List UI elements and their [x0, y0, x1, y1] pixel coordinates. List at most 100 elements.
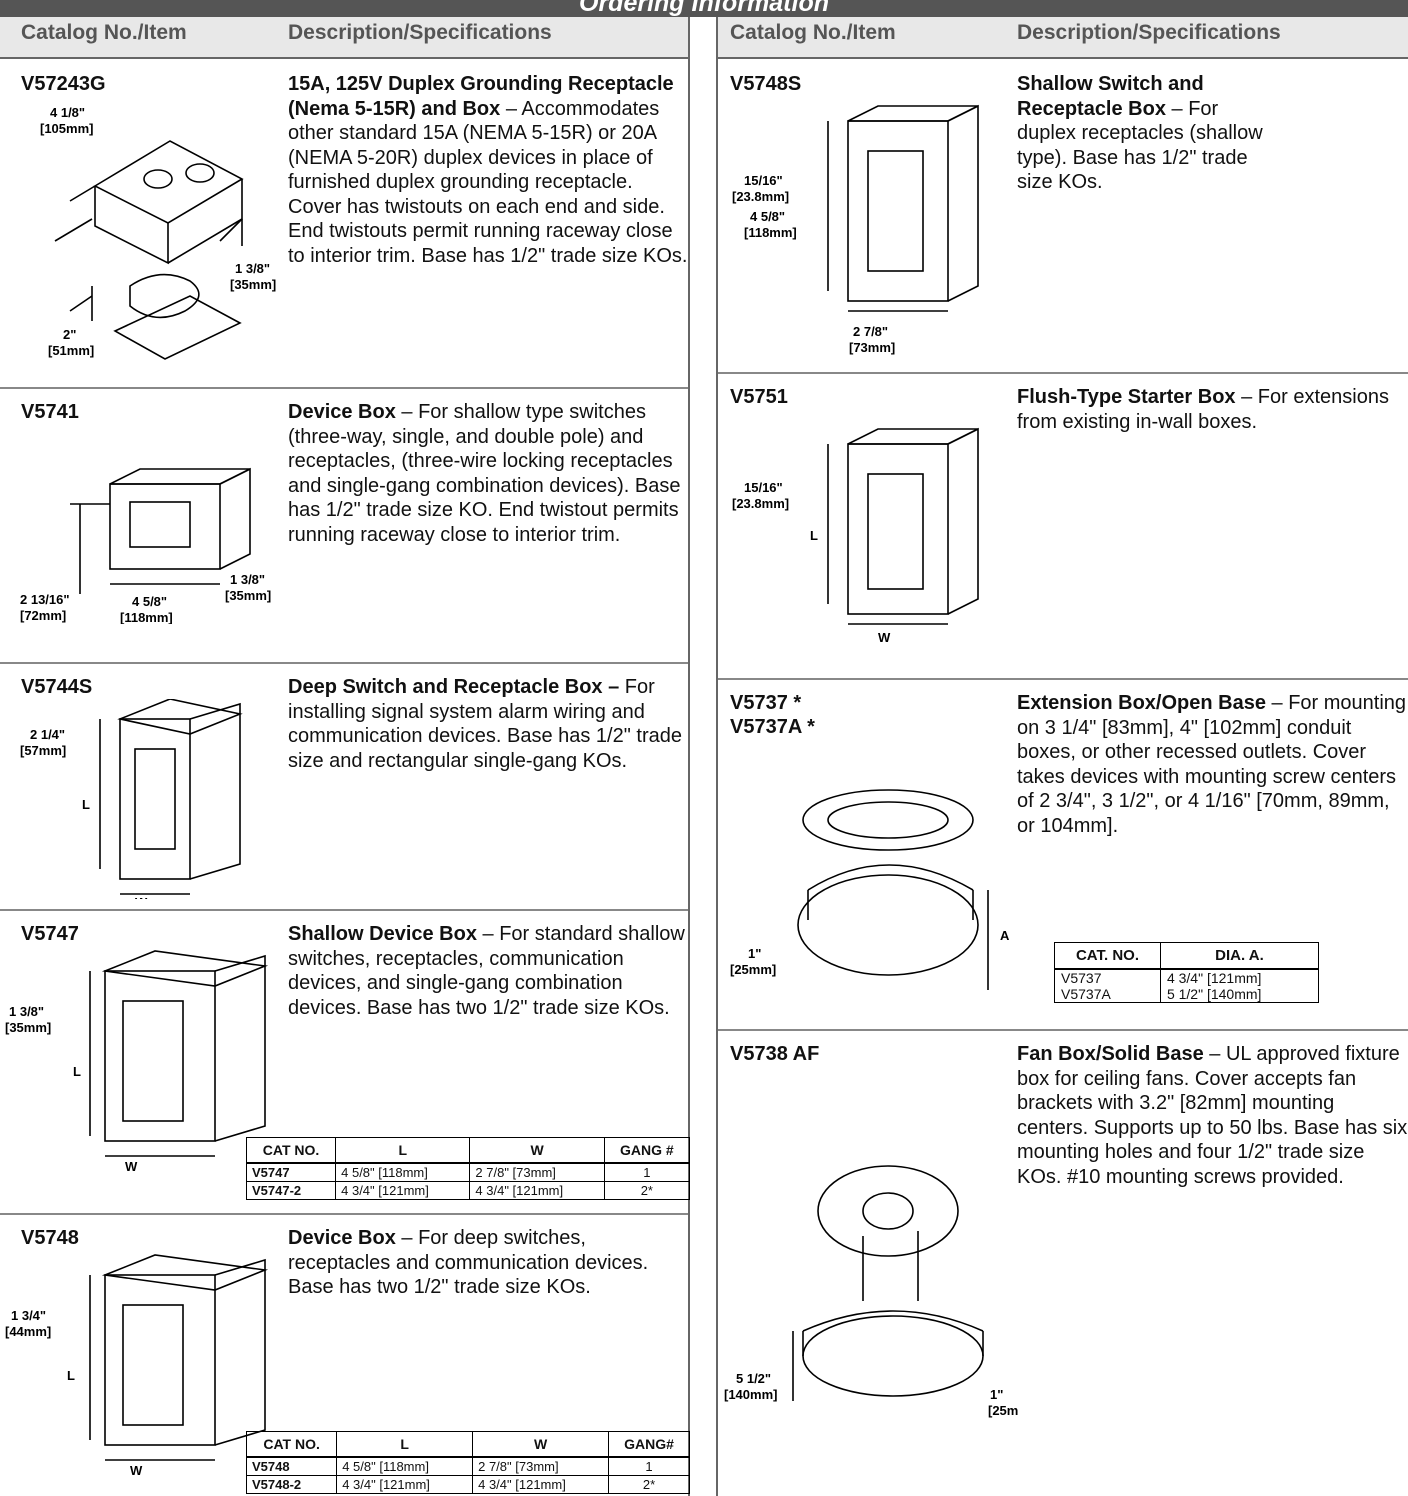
table-cell: 4 3/4" [121mm]	[335, 1181, 471, 1200]
item-v5748s: V5748S Shallow Switch and Receptacle Box…	[718, 61, 1408, 374]
table-row: V5737A 5 1/2" [140mm]	[1055, 986, 1319, 1003]
table-cell: V5748	[245, 1456, 338, 1476]
dim-depth: 1 3/4"	[11, 1308, 46, 1323]
dim-depth-mm: [23.8mm]	[732, 189, 789, 204]
item-description: Device Box – For deep switches, receptac…	[288, 1226, 688, 1300]
table-row: V5737 4 3/4" [121mm]	[1055, 969, 1319, 986]
dim-depth: 15/16"	[744, 480, 783, 495]
table-row: V5748 4 5/8" [118mm] 2 7/8" [73mm] 1	[245, 1456, 690, 1476]
dim-depth: 1 3/8"	[9, 1004, 44, 1019]
table-cell: 2 7/8" [73mm]	[472, 1456, 610, 1476]
dim-w: W	[878, 630, 891, 644]
catalog-number: V5747	[21, 923, 79, 945]
dim-w: W	[125, 1159, 138, 1174]
starter-box-diagram: 15/16" [23.8mm] L W	[732, 427, 979, 644]
item-body: – For deep switches, receptacles and com…	[288, 1227, 649, 1298]
column-header: Catalog No./Item Description/Specificati…	[0, 17, 688, 59]
table-cell: 1	[603, 1162, 691, 1182]
table-header: GANG#	[608, 1431, 690, 1458]
table-cell: 2*	[608, 1475, 690, 1494]
extension-box-diagram: 1" [25mm] A	[730, 789, 1010, 990]
item-title: 15A, 125V Duplex Grounding Receptacle (N…	[288, 73, 674, 120]
catalog-number: V5751	[730, 386, 788, 408]
item-title: Extension Box/Open Base	[1017, 692, 1266, 714]
item-v5741: V5741 Device Box – For shallow type swit…	[0, 389, 688, 664]
dim-w: W	[130, 1463, 143, 1478]
dim-depth: 1"	[748, 946, 761, 961]
device-box-diagram: 2 13/16" [72mm] 4 5/8" [118mm] 1 3/8" [3…	[20, 467, 271, 624]
table-header: DIA. A.	[1159, 942, 1319, 970]
dim-w: W	[135, 895, 148, 899]
item-body: For installing signal system alarm wirin…	[288, 676, 682, 772]
catalog-number: V5744S	[21, 676, 93, 698]
left-column: Catalog No./Item Description/Specificati…	[0, 17, 691, 1496]
dim-depth: 1 3/8"	[235, 261, 270, 276]
dim-depth-mm: [44mm]	[5, 1324, 51, 1339]
table-header: W	[472, 1431, 610, 1458]
dim-width-mm: [73mm]	[849, 340, 895, 355]
dim-depth: 1"	[990, 1387, 1003, 1402]
table-cell: 4 5/8" [118mm]	[335, 1162, 471, 1182]
item-description: 15A, 125V Duplex Grounding Receptacle (N…	[288, 72, 688, 268]
dim-depth-mm: [35mm]	[5, 1020, 51, 1035]
dim-width: 4 1/8"	[50, 105, 85, 120]
catalog-number: V5737 * V5737A *	[730, 692, 815, 738]
item-body: – Accommodates other standard 15A (NEMA …	[288, 97, 688, 267]
page-banner: Ordering Information	[0, 0, 1408, 17]
catalog-number: V5738 AF	[730, 1043, 820, 1065]
catalog-number: V5748	[21, 1227, 79, 1249]
dim-length: 4 5/8"	[132, 594, 167, 609]
dim-depth-mm: [35mm]	[230, 277, 276, 292]
dim-depth-mm: [25mm]	[988, 1403, 1018, 1418]
item-v5748: V5748 Device Box – For deep switches, re…	[0, 1215, 690, 1496]
dim-height: 2"	[63, 327, 76, 342]
item-title: Fan Box/Solid Base	[1017, 1043, 1204, 1065]
receptacle-box-diagram: 4 1/8" [105mm] 1 3/8" [35mm] 2" [51mm]	[40, 105, 276, 360]
table-cell: V5737A	[1061, 986, 1111, 1002]
item-body: – For mounting on 3 1/4" [83mm], 4" [102…	[1017, 692, 1407, 837]
deep-box-diagram: 2 1/4" [57mm] L W	[20, 699, 243, 899]
item-v5744s: V5744S Deep Switch and Receptacle Box – …	[0, 664, 688, 911]
dim-height-mm: [51mm]	[48, 343, 94, 358]
table-row: V5748-2 4 3/4" [121mm] 4 3/4" [121mm] 2*	[245, 1475, 690, 1494]
table-header: L	[335, 1137, 471, 1164]
shallow-box-diagram: 1 3/8" [35mm] L W	[5, 950, 269, 1174]
table-cell: 4 3/4" [121mm]	[472, 1475, 610, 1494]
table-header: CAT NO.	[245, 1137, 337, 1164]
dimension-table: CAT NO. L W GANG # V5747 4 5/8" [118mm] …	[245, 1137, 691, 1200]
banner-title: Ordering Information	[579, 0, 829, 17]
dim-width: 2 7/8"	[853, 324, 888, 339]
dim-l: L	[82, 797, 90, 812]
item-title: Flush-Type Starter Box	[1017, 386, 1236, 408]
item-description: Flush-Type Starter Box – For extensions …	[1017, 385, 1397, 434]
item-body: – For duplex receptacles (shallow type).…	[1017, 97, 1263, 194]
fan-box-diagram: 5 1/2" [140mm] 1" [25mm]	[724, 1165, 1018, 1418]
table-row: V5747-2 4 3/4" [121mm] 4 3/4" [121mm] 2*	[245, 1181, 691, 1200]
table-cell: V5737	[1061, 970, 1102, 986]
header-catalog: Catalog No./Item	[730, 21, 896, 44]
dimension-table: CAT NO. L W GANG# V5748 4 5/8" [118mm] 2…	[245, 1431, 690, 1494]
catalog-number: V57243G	[21, 73, 106, 95]
item-title: Device Box	[288, 1227, 396, 1249]
table-header: CAT NO.	[245, 1431, 338, 1458]
table-cell: 4 3/4" [121mm]	[469, 1181, 605, 1200]
dim-l: L	[73, 1064, 81, 1079]
item-v5738af: V5738 AF Fan Box/Solid Base – UL approve…	[718, 1031, 1408, 1496]
dim-diameter: 5 1/2"	[736, 1371, 771, 1386]
shallow-switch-box-diagram: 15/16" [23.8mm] 4 5/8" [118mm] 2 7/8" [7…	[732, 104, 979, 355]
item-title: Shallow Switch and Receptacle Box	[1017, 73, 1204, 120]
table-header: W	[469, 1137, 605, 1164]
header-description: Description/Specifications	[288, 21, 552, 44]
dim-depth-mm: [57mm]	[20, 743, 66, 758]
dim-width-mm: [105mm]	[40, 121, 93, 136]
table-cell: 4 5/8" [118mm]	[336, 1456, 474, 1476]
table-cell: V5747	[245, 1162, 337, 1182]
catalog-number: V5741	[21, 401, 79, 423]
table-cell: 4 3/4" [121mm]	[336, 1475, 474, 1494]
table-cell: V5747-2	[245, 1181, 337, 1200]
diameter-table: CAT. NO. DIA. A. V5737 4 3/4" [121mm] V5…	[1054, 942, 1319, 1003]
catalog-number: V5748S	[730, 73, 802, 95]
item-body: – UL approved fixture box for ceiling fa…	[1017, 1043, 1408, 1188]
header-description: Description/Specifications	[1017, 21, 1281, 44]
item-title: Deep Switch and Receptacle Box –	[288, 676, 620, 698]
